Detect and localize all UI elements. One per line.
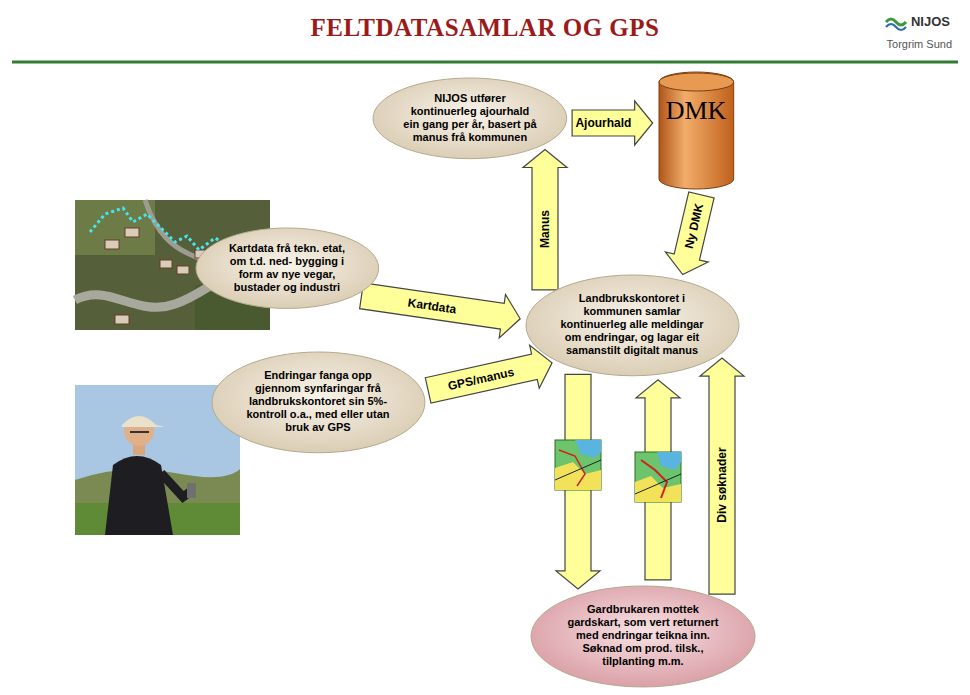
farmer-ellipse: Gardbrukaren mottek gardskart, som vert …	[530, 585, 756, 688]
flow-arrow	[556, 374, 600, 588]
ellipse-shape	[526, 275, 739, 376]
database-cylinder: DMK	[658, 72, 735, 190]
ellipse-shape	[212, 352, 425, 453]
source-ellipse: Endringar fanga opp gjennom synfaringar …	[211, 351, 426, 454]
arrow-label: Manus	[538, 208, 552, 250]
flow-arrow	[360, 283, 521, 338]
house	[105, 240, 119, 249]
map-boundary	[559, 450, 585, 486]
node-text: Gardbrukaren mottek gardskart, som vert …	[564, 603, 722, 668]
flow-arrow	[636, 380, 680, 580]
flow-arrow	[700, 358, 744, 594]
process-ellipse: NIJOS utfører kontinuerleg ajourhald ein…	[372, 77, 568, 160]
flow-arrow	[572, 101, 653, 145]
gps-device	[187, 483, 196, 498]
map-ground	[555, 440, 601, 490]
arrow-label: Kartdata	[405, 295, 459, 316]
cap	[122, 416, 165, 427]
node-text: Kartdata frå tekn. etat, om t.d. ned- by…	[223, 242, 351, 294]
ellipse-shape	[196, 228, 379, 308]
logo-text: NIJOS	[911, 14, 950, 29]
title-rule	[12, 61, 958, 64]
jacket	[105, 456, 173, 535]
glasses	[130, 431, 149, 433]
field-patch	[75, 200, 155, 255]
node-text: DMK	[666, 96, 727, 126]
house	[177, 266, 189, 274]
arrow-label: Div søknader	[715, 445, 729, 524]
ellipse-shape	[373, 78, 567, 159]
boundary-dots	[90, 208, 233, 250]
flow-arrow	[665, 192, 714, 275]
arm	[161, 473, 191, 497]
map-area	[635, 476, 681, 502]
node-text: Endringar fanga opp gjennom synfaringar …	[243, 369, 393, 434]
farm-map	[555, 440, 601, 490]
cylinder-body	[659, 72, 734, 189]
flow-arrow	[425, 345, 552, 403]
logo-wave	[886, 24, 906, 30]
map-area	[575, 440, 601, 458]
map-road	[635, 474, 681, 494]
ellipse-shape	[531, 586, 755, 687]
map-area	[657, 452, 681, 470]
author-name: Torgrim Sund	[887, 38, 952, 50]
house	[160, 260, 172, 268]
source-ellipse: Kartdata frå tekn. etat, om t.d. ned- by…	[195, 227, 380, 309]
node-outline	[658, 72, 735, 190]
map-boundary	[641, 460, 667, 498]
flow-arrow	[523, 150, 567, 290]
map-ground	[635, 452, 681, 502]
process-ellipse: Landbrukskontoret i kommunen samlar kont…	[525, 274, 740, 377]
logo-icon	[886, 19, 906, 30]
slide-title: FELTDATASAMLAR OG GPS	[0, 14, 970, 42]
house	[125, 228, 139, 237]
arrow-label: GPS/manus	[445, 364, 518, 393]
arrow-label: Ny DMK	[682, 200, 707, 252]
house	[115, 315, 129, 324]
map-road	[555, 460, 601, 480]
node-text: NIJOS utfører kontinuerleg ajourhald ein…	[402, 92, 538, 144]
arrow-label: Ajourhald	[573, 116, 633, 130]
cylinder-cap	[659, 73, 734, 91]
farm-map	[635, 452, 681, 502]
node-text: Landbrukskontoret i kommunen samlar kont…	[557, 292, 707, 357]
